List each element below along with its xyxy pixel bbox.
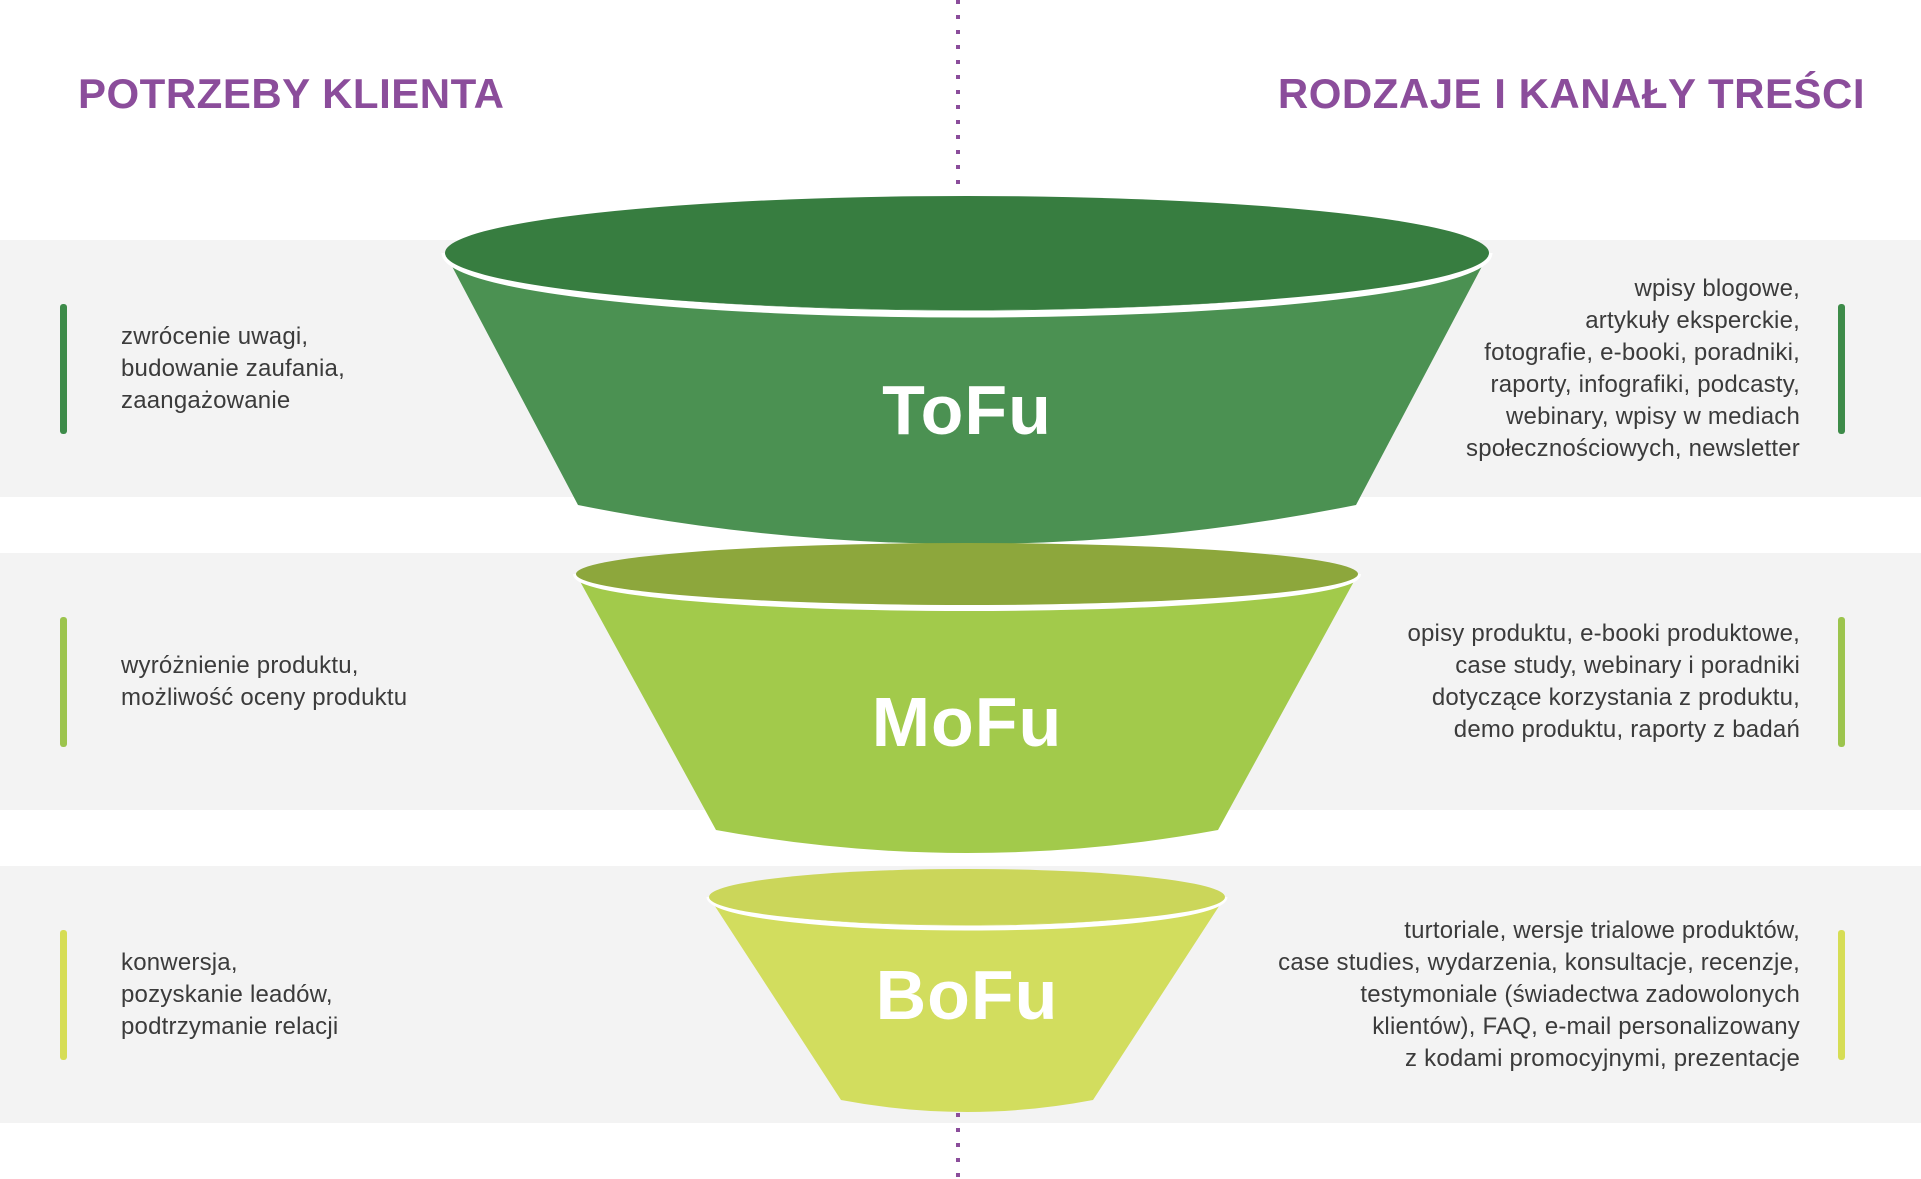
dotted-center-line-bottom (956, 1113, 960, 1179)
mofu-label: MoFu (871, 683, 1063, 761)
tofu-content-channels: wpisy blogowe, artykuły eksperckie, foto… (1466, 274, 1800, 462)
row-bofu-texts: konwersja, pozyskanie leadów, podtrzyman… (0, 866, 1921, 1123)
bofu-rim (709, 869, 1225, 925)
tofu-customer-needs: zwrócenie uwagi, budowanie zaufania, zaa… (121, 322, 345, 414)
mofu-customer-needs: wyróżnienie produktu, możliwość oceny pr… (121, 651, 408, 711)
bofu-body (709, 897, 1225, 1112)
tofu-separator-arc (441, 252, 1493, 318)
tofu-right-accent-bar (1838, 303, 1845, 434)
mofu-separator-arc (573, 573, 1361, 611)
bofu-label: BoFu (875, 956, 1059, 1034)
bofu-separator-arc (706, 896, 1228, 931)
tofu-label: ToFu (882, 371, 1052, 449)
row-mofu-texts: wyróżnienie produktu, możliwość oceny pr… (0, 553, 1921, 810)
dotted-center-line-top (956, 0, 960, 190)
mofu-right-accent-bar (1838, 616, 1845, 747)
mofu-body (576, 574, 1358, 853)
mofu-content-channels: opisy produktu, e-booki produktowe, case… (1407, 619, 1800, 743)
tofu-left-accent-bar (60, 303, 67, 434)
bofu-segment (706, 869, 1228, 1112)
mofu-left-accent-bar (60, 616, 67, 747)
mofu-rim (576, 543, 1358, 605)
bofu-content-channels: turtoriale, wersje trialowe produktów, c… (1278, 916, 1800, 1072)
mofu-segment (573, 543, 1361, 853)
right-column-title: RODZAJE I KANAŁY TREŚCI (1277, 70, 1865, 117)
tofu-body (445, 253, 1489, 544)
row-tofu-texts: zwrócenie uwagi, budowanie zaufania, zaa… (0, 240, 1921, 497)
tofu-segment (441, 196, 1493, 544)
bofu-customer-needs: konwersja, pozyskanie leadów, podtrzyman… (121, 948, 339, 1040)
left-column-title: POTRZEBY KLIENTA (78, 70, 505, 117)
tofu-rim (445, 196, 1489, 310)
bofu-left-accent-bar (60, 929, 67, 1060)
bofu-right-accent-bar (1838, 929, 1845, 1060)
